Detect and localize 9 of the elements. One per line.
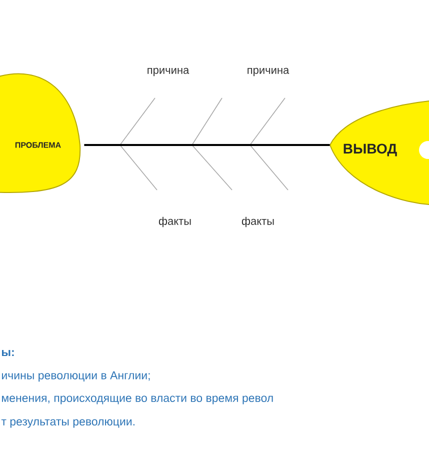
task-text: ичины революции в Англии; xyxy=(2,371,150,382)
task-heading: ы: xyxy=(2,350,14,356)
fact-label: факты xyxy=(158,216,191,228)
fact-label: факты xyxy=(242,216,274,228)
task-text: менения, происходящие во власти во время револ xyxy=(2,396,273,404)
cause-label: причина xyxy=(148,68,190,76)
cause-label: причина xyxy=(248,68,290,76)
spine-line xyxy=(84,144,330,146)
task-text: т результаты революции. xyxy=(1,419,134,428)
